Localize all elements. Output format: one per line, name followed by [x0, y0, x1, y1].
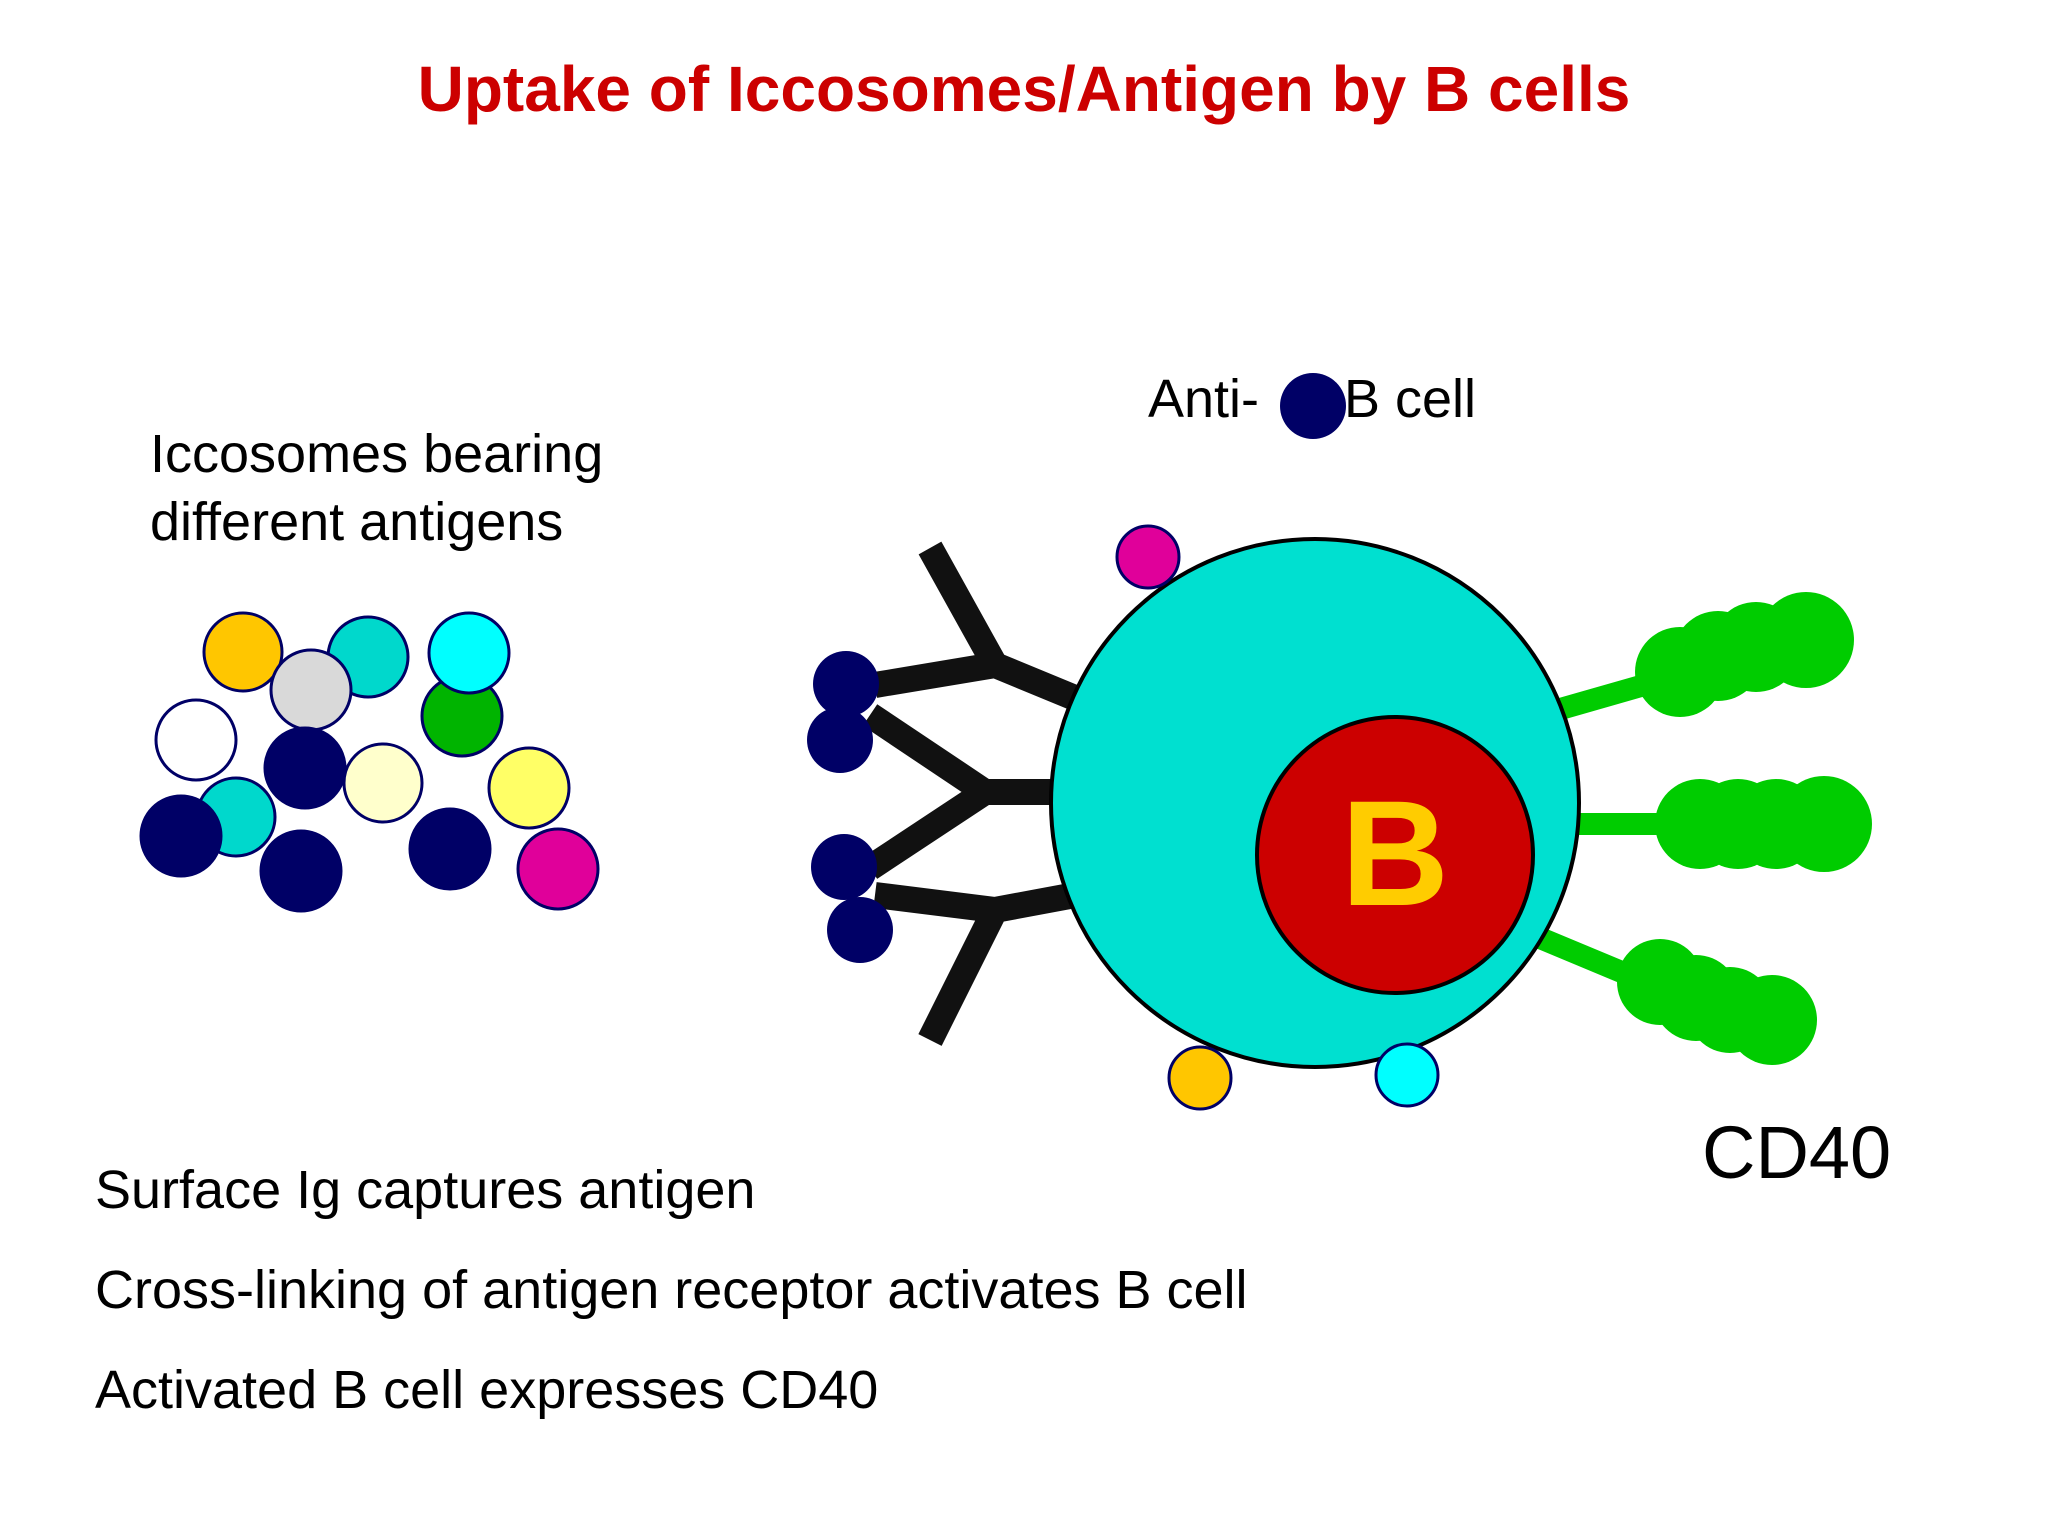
nucleus-letter: B	[1341, 769, 1449, 937]
surface-immunoglobulins	[862, 541, 1080, 1046]
antibody-middle	[862, 704, 1058, 879]
iccosome-magenta	[516, 827, 600, 911]
iccosome-cream	[342, 742, 424, 824]
surface-antigen-magenta	[1115, 524, 1181, 590]
iccosome-navy	[263, 726, 347, 810]
surface-antigen-cyan	[1374, 1042, 1440, 1108]
captured-antigen-navy	[811, 834, 877, 900]
iccosome-navy	[408, 807, 492, 891]
iccosome-navy	[259, 829, 343, 913]
b-cell-nucleus	[1255, 715, 1535, 995]
antibody-bottom	[873, 882, 1073, 1046]
captured-antigen-navy	[807, 707, 873, 773]
anti-label-suffix: B cell	[1344, 369, 1477, 429]
explanation-item: Surface Ig captures antigen	[95, 1160, 756, 1220]
explanation-item: Activated B cell expresses CD40	[95, 1360, 879, 1420]
iccosome-white	[154, 698, 238, 782]
iccosome-orange	[202, 611, 284, 693]
cd40-bead	[1727, 975, 1817, 1065]
anti-label-prefix: Anti-	[1148, 369, 1260, 429]
captured-antigen-navy	[813, 651, 879, 717]
anti-label-antigen-marker	[1280, 373, 1346, 439]
iccosome-yellow	[487, 746, 571, 830]
cd40-bead	[1758, 592, 1854, 688]
explanation-list: Surface Ig captures antigen Cross-linkin…	[95, 1140, 1248, 1440]
iccosome-label: Iccosomes bearing different antigens	[150, 420, 603, 556]
iccosome-label-line1: Iccosomes bearing	[150, 424, 604, 484]
surface-antigen-orange	[1167, 1045, 1233, 1111]
iccosome-navy	[139, 794, 223, 878]
antibody-top	[872, 541, 1080, 711]
explanation-item: Cross-linking of antigen receptor activa…	[95, 1260, 1248, 1320]
captured-antigen-navy	[827, 897, 893, 963]
slide-title: Uptake of Iccosomes/Antigen by B cells	[417, 53, 1631, 125]
iccosome-label-line2: different antigens	[150, 492, 564, 552]
cd40-receptors	[1529, 592, 1872, 1065]
cd40-bead	[1776, 776, 1872, 872]
captured-antigens	[807, 651, 893, 963]
cd40-label: CD40	[1702, 1111, 1892, 1194]
iccosome-grey	[269, 648, 353, 732]
iccosome-cyan	[427, 611, 511, 695]
iccosome-cluster	[139, 611, 600, 913]
